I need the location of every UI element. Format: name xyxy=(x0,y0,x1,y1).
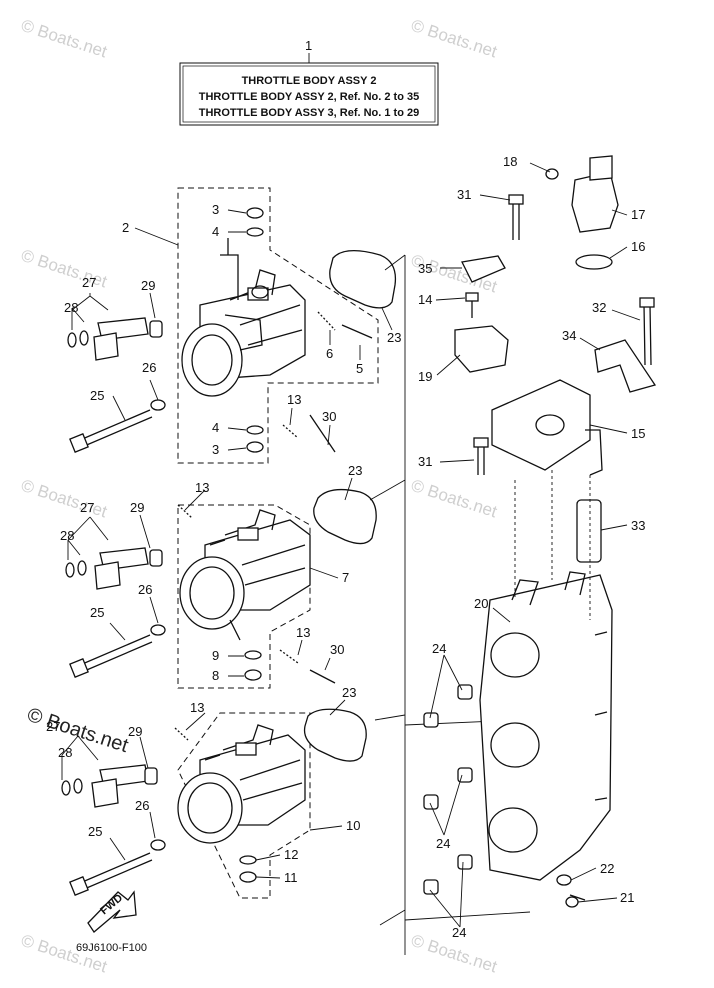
callout-label: 26 xyxy=(142,360,156,375)
watermark: © Boats.net xyxy=(19,476,110,522)
callout-label: 7 xyxy=(342,570,349,585)
right-assembly xyxy=(369,155,657,955)
watermark-main: © Boats.net xyxy=(24,704,131,757)
throttle-body-lower xyxy=(177,712,311,899)
callout-label: 29 xyxy=(128,724,142,739)
throttle-body-upper xyxy=(177,187,379,464)
callout-label: 29 xyxy=(130,500,144,515)
watermark: © Boats.net xyxy=(409,476,500,522)
bolts-upper xyxy=(69,207,373,453)
title-line-1: THROTTLE BODY ASSY 2 xyxy=(242,75,377,87)
callout-label: 30 xyxy=(322,409,336,424)
callout-label: 23 xyxy=(348,463,362,478)
bolts-middle xyxy=(69,504,336,684)
callout-label: 11 xyxy=(284,870,298,885)
fwd-arrow-icon: FWD xyxy=(87,890,137,933)
callout-label: 31 xyxy=(418,454,432,469)
callout-label: 22 xyxy=(600,861,614,876)
callout-label: 27 xyxy=(46,719,60,734)
callout-label: 28 xyxy=(60,528,74,543)
callout-label: 24 xyxy=(436,836,450,851)
callout-label: 28 xyxy=(64,300,78,315)
gasket-middle xyxy=(313,488,377,545)
gasket-upper xyxy=(329,250,397,309)
callout-label: 3 xyxy=(212,442,219,457)
callout-label: 19 xyxy=(418,369,432,384)
callout-label: 21 xyxy=(620,890,634,905)
callout-label: 17 xyxy=(631,207,645,222)
injector-middle xyxy=(65,547,163,590)
callout-label: 33 xyxy=(631,518,645,533)
callout-label: 4 xyxy=(212,224,219,239)
bolts-lower xyxy=(69,727,257,896)
callout-label: 16 xyxy=(631,239,645,254)
callout-label: 28 xyxy=(58,745,72,760)
title-box: THROTTLE BODY ASSY 2 THROTTLE BODY ASSY … xyxy=(179,53,439,126)
throttle-body-middle xyxy=(177,504,311,689)
callout-label: 23 xyxy=(342,685,356,700)
gasket-lower xyxy=(303,708,367,762)
watermark: © Boats.net xyxy=(19,16,110,62)
callout-label: 29 xyxy=(141,278,155,293)
callout-label: 34 xyxy=(562,328,576,343)
callout-label: 3 xyxy=(212,202,219,217)
callout-label: 14 xyxy=(418,292,432,307)
callout-label: 24 xyxy=(432,641,446,656)
injector-upper xyxy=(67,317,163,361)
callout-label: 13 xyxy=(287,392,301,407)
callout-label: 30 xyxy=(330,642,344,657)
callout-label: 10 xyxy=(346,818,360,833)
callout-label: 27 xyxy=(80,500,94,515)
watermark: © Boats.net xyxy=(409,16,500,62)
leader-lines xyxy=(61,162,641,928)
callout-label: 13 xyxy=(296,625,310,640)
callout-label: 6 xyxy=(326,346,333,361)
callout-label: 1 xyxy=(305,38,312,53)
callout-label: 25 xyxy=(88,824,102,839)
diagram-code: 69J6100-F100 xyxy=(76,942,147,954)
injector-lower xyxy=(61,764,158,808)
callout-label: 27 xyxy=(82,275,96,290)
callout-label: 25 xyxy=(90,605,104,620)
callout-label: 23 xyxy=(387,330,401,345)
callout-label: 31 xyxy=(457,187,471,202)
callout-label: 4 xyxy=(212,420,219,435)
callout-label: 15 xyxy=(631,426,645,441)
callout-label: 26 xyxy=(138,582,152,597)
callout-label: 13 xyxy=(195,480,209,495)
callout-labels: 1 2 3 4 18 17 31 16 35 14 32 34 19 15 31… xyxy=(46,38,645,940)
callout-label: 24 xyxy=(452,925,466,940)
callout-label: 9 xyxy=(212,648,219,663)
callout-label: 2 xyxy=(122,220,129,235)
callout-label: 20 xyxy=(474,596,488,611)
callout-label: 8 xyxy=(212,668,219,683)
callout-label: 13 xyxy=(190,700,204,715)
callout-label: 25 xyxy=(90,388,104,403)
callout-label: 5 xyxy=(356,361,363,376)
title-line-3: THROTTLE BODY ASSY 3, Ref. No. 1 to 29 xyxy=(199,107,419,119)
callout-label: 35 xyxy=(418,261,432,276)
title-line-2: THROTTLE BODY ASSY 2, Ref. No. 2 to 35 xyxy=(199,91,419,103)
callout-label: 32 xyxy=(592,300,606,315)
callout-label: 12 xyxy=(284,847,298,862)
callout-label: 18 xyxy=(503,154,517,169)
callout-label: 26 xyxy=(135,798,149,813)
